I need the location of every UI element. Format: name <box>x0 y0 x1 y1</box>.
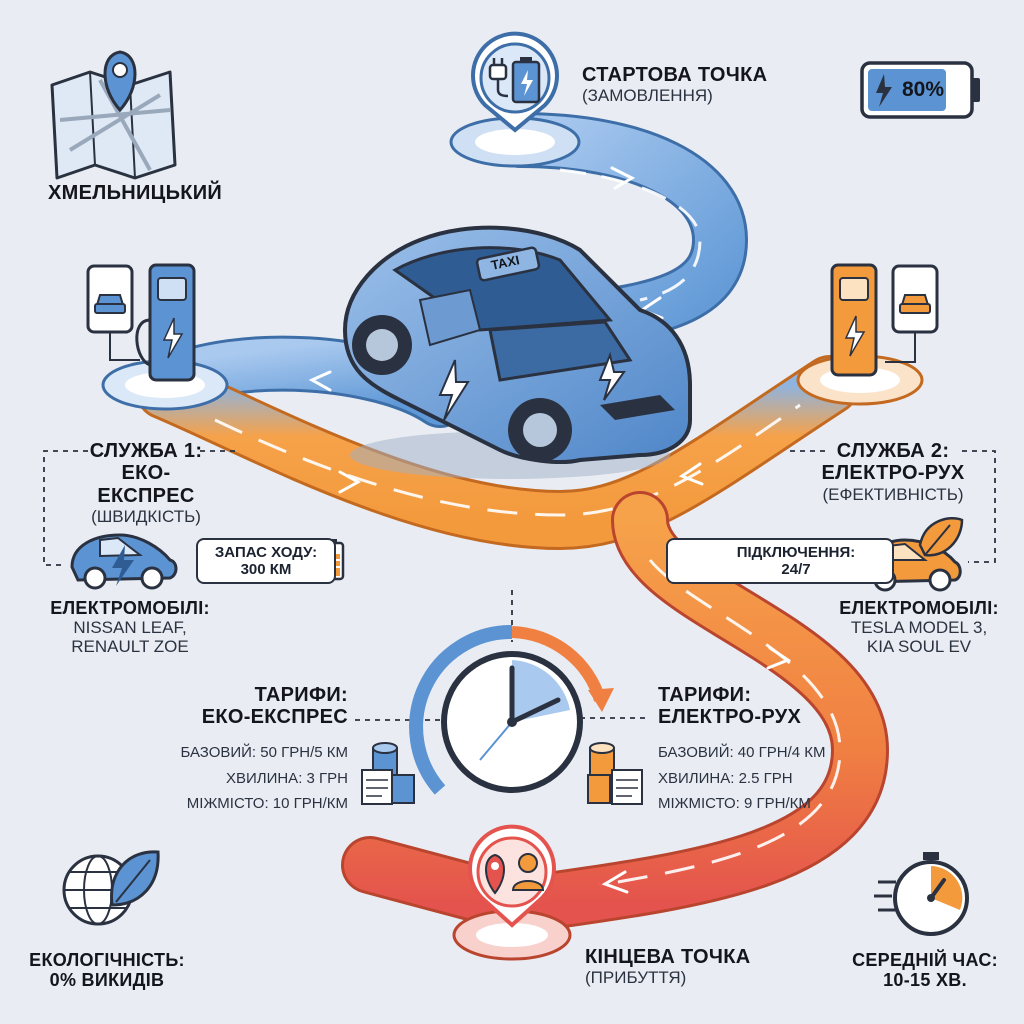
service2-cars-title: ЕЛЕКТРОМОБІЛІ: <box>839 598 999 618</box>
tariffs1-block: ТАРИФИ: ЕКО-ЕКСПРЕС БАЗОВИЙ: 50 ГРН/5 КМ… <box>130 684 348 822</box>
service2-subtitle: (ЕФЕКТИВНІСТЬ) <box>822 484 964 504</box>
tariffs2-row: МІЖМІСТО: 9 ГРН/КМ <box>658 795 811 813</box>
service2-cars-line-1: TESLA MODEL 3, <box>850 618 988 638</box>
service1-cars: ЕЛЕКТРОМОБІЛІ: NISSAN LEAF, RENAULT ZOE <box>40 598 220 656</box>
tariffs2-block: ТАРИФИ: ЕЛЕКТРО-РУХ БАЗОВИЙ: 40 ГРН/4 КМ… <box>658 684 878 822</box>
route-main-road <box>135 355 860 551</box>
tariffs2-title-2: ЕЛЕКТРО-РУХ <box>658 706 802 729</box>
electric-car-icon-1 <box>70 533 178 590</box>
charging-station-1 <box>101 263 229 411</box>
service1-cars-line-1: NISSAN LEAF, <box>73 618 187 638</box>
service2-cars-line-2: KIA SOUL EV <box>866 637 972 657</box>
service1-cars-title: ЕЛЕКТРОМОБІЛІ: <box>50 598 210 618</box>
end-pin[interactable] <box>452 824 572 961</box>
start-subtitle: (ЗАМОВЛЕННЯ) <box>582 86 713 106</box>
tariffs1-row: ХВИЛИНА: 3 ГРН <box>225 769 348 787</box>
service1-subtitle: (ШВИДКІСТЬ) <box>91 507 201 527</box>
connection-callout: ПІДКЛЮЧЕННЯ: 24/7 <box>666 538 894 584</box>
tariffs2-row: ХВИЛИНА: 2.5 ГРН <box>658 769 793 787</box>
service2-cars: ЕЛЕКТРОМОБІЛІ: TESLA MODEL 3, KIA SOUL E… <box>824 598 1014 656</box>
eco-line-2: 0% ВИКИДІВ <box>49 970 165 991</box>
start-title: СТАРТОВА ТОЧКА <box>582 64 768 86</box>
charging-station-2 <box>796 263 924 406</box>
tariffs1-row: МІЖМІСТО: 10 ГРН/КМ <box>186 795 348 813</box>
range-line-1: ЗАПАС ХОДУ: <box>214 544 318 561</box>
battery-icon <box>860 61 980 119</box>
service1-label: СЛУЖБА 1: ЕКО-ЕКСПРЕС (ШВИДКІСТЬ) <box>84 440 208 526</box>
phone-car-icon-2 <box>885 264 939 363</box>
clock-icon <box>409 624 614 795</box>
connection-line-2: 24/7 <box>781 561 811 578</box>
tariffs2-row: БАЗОВИЙ: 40 ГРН/4 КМ <box>658 743 826 761</box>
tariffs2-title-1: ТАРИФИ: <box>658 684 752 706</box>
battery-cell-icon <box>511 57 541 104</box>
service1-title-1: СЛУЖБА 1: <box>89 440 203 462</box>
service2-label: СЛУЖБА 2: ЕЛЕКТРО-РУХ (ЕФЕКТИВНІСТЬ) <box>808 440 978 504</box>
tariffs1-row: БАЗОВИЙ: 50 ГРН/5 КМ <box>180 743 348 761</box>
taxi-car <box>343 225 692 479</box>
coins-receipt-icon-2 <box>587 742 643 805</box>
city-label: ХМЕЛЬНИЦЬКИЙ <box>48 182 223 204</box>
avg-time-label: СЕРЕДНІЙ ЧАС: 10-15 ХВ. <box>840 950 1010 990</box>
eco-line-1: ЕКОЛОГІЧНІСТЬ: <box>29 950 185 970</box>
start-pin[interactable] <box>449 31 581 168</box>
coins-receipt-icon-1 <box>361 742 415 805</box>
end-title: КІНЦЕВА ТОЧКА <box>585 946 751 968</box>
avg-time-line-2: 10-15 ХВ. <box>883 970 967 991</box>
charging-plug-icon <box>488 58 509 98</box>
eco-label: ЕКОЛОГІЧНІСТЬ: 0% ВИКИДІВ <box>22 950 192 990</box>
end-subtitle: (ПРИБУТТЯ) <box>585 968 687 988</box>
end-label: КІНЦЕВА ТОЧКА (ПРИБУТТЯ) <box>585 946 750 987</box>
map-icon <box>50 50 177 180</box>
battery-percent: 80% <box>902 78 945 101</box>
range-callout: ЗАПАС ХОДУ: 300 КМ <box>196 538 336 584</box>
route-end-road <box>341 491 889 934</box>
globe-leaf-icon <box>62 850 160 926</box>
service1-cars-line-2: RENAULT ZOE <box>71 637 189 657</box>
tariffs1-title-2: ЕКО-ЕКСПРЕС <box>201 706 348 729</box>
service1-title-2: ЕКО-ЕКСПРЕС <box>97 462 195 507</box>
avg-time-line-1: СЕРЕДНІЙ ЧАС: <box>852 950 998 970</box>
connection-line-1: ПІДКЛЮЧЕННЯ: <box>736 544 856 561</box>
start-label: СТАРТОВА ТОЧКА (ЗАМОВЛЕННЯ) <box>582 64 767 105</box>
service2-title-2: ЕЛЕКТРО-РУХ <box>821 462 965 485</box>
range-line-2: 300 КМ <box>240 561 292 578</box>
service2-title-1: СЛУЖБА 2: <box>836 440 950 462</box>
phone-car-icon-1 <box>86 264 140 361</box>
tariffs1-title-1: ТАРИФИ: <box>254 684 348 706</box>
stopwatch-icon <box>874 852 969 936</box>
